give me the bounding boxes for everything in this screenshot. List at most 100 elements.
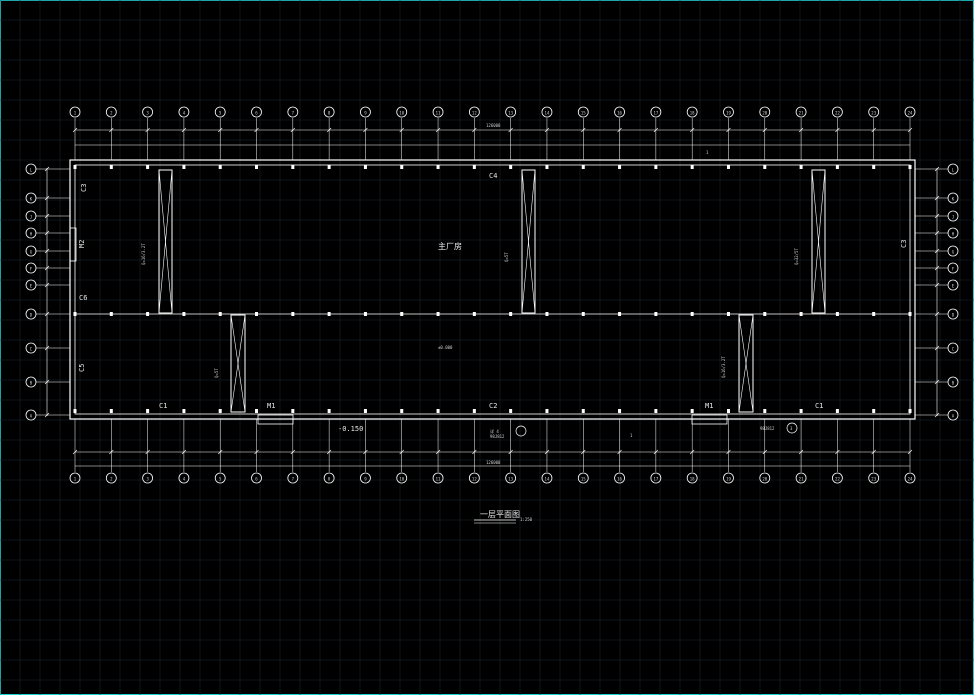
window-c1-right: C1 (815, 402, 823, 410)
column-bubble-bottom[interactable] (214, 472, 226, 484)
column-axis-label-top: 7 (292, 111, 295, 116)
column-bubble-top[interactable] (505, 106, 517, 118)
column-bubble-bottom[interactable] (505, 472, 517, 484)
column-bubble-top[interactable] (614, 106, 625, 118)
column-bubble-bottom[interactable] (904, 472, 916, 484)
column-bubble-top[interactable] (287, 106, 299, 118)
column-bubble-top[interactable] (541, 106, 553, 118)
row-axis-label-left: H (30, 232, 33, 237)
crane-top-center[interactable]: Q=5T (504, 169, 536, 314)
structural-column (363, 409, 367, 413)
column-axis-label-bottom: 22 (835, 477, 840, 482)
column-bubble-bottom[interactable] (323, 472, 335, 484)
column-axis-label-top: 14 (545, 111, 550, 116)
stair-ref-1-code: 98J812 (490, 434, 505, 439)
column-bubble-bottom[interactable] (577, 472, 589, 484)
structural-column (327, 312, 331, 316)
column-axis-label-top: 19 (726, 111, 731, 116)
column-bubble-bottom[interactable] (614, 472, 625, 484)
column-bubble-top[interactable] (904, 106, 916, 118)
column-bubble-top[interactable] (214, 106, 226, 118)
column-bubble-top[interactable] (468, 106, 480, 118)
column-bubble-top[interactable] (577, 106, 589, 118)
crane-top-left[interactable]: Q=16/3.2T (141, 169, 173, 314)
column-bubble-top[interactable] (396, 106, 408, 118)
structural-column (726, 409, 730, 413)
column-bubble-top[interactable] (650, 106, 662, 118)
column-bubble-bottom[interactable] (831, 472, 843, 484)
floor-plan[interactable]: Q=16/3.2T Q=5T Q=32/5T Q=5T Q=16/3.2T (25, 106, 959, 524)
structural-column (618, 312, 622, 316)
column-bubble-top[interactable] (686, 106, 698, 118)
column-bubble-top[interactable] (360, 106, 371, 118)
column-axis-label-bottom: 16 (617, 477, 622, 482)
column-bubble-bottom[interactable] (360, 472, 371, 484)
column-bubble-bottom[interactable] (251, 472, 262, 484)
column-bubble-bottom[interactable] (178, 472, 190, 484)
crane-bottom-right[interactable]: Q=16/3.2T (721, 314, 754, 413)
door-m2[interactable] (69, 227, 77, 262)
column-bubble-bottom[interactable] (650, 472, 662, 484)
crane-bottom-left[interactable]: Q=5T (214, 314, 246, 413)
column-bubble-bottom[interactable] (287, 472, 299, 484)
column-bubble-top[interactable] (831, 106, 843, 118)
column-bubble-top[interactable] (251, 106, 262, 118)
structural-column (799, 409, 803, 413)
row-axis-label-left: G (30, 250, 33, 255)
column-bubble-bottom[interactable] (432, 472, 444, 484)
crane-top-right[interactable]: Q=32/5T (794, 169, 826, 314)
column-axis-label-bottom: 10 (399, 477, 404, 482)
detail-callout-3[interactable] (786, 422, 798, 434)
column-bubble-top[interactable] (432, 106, 444, 118)
structural-column (835, 165, 839, 169)
crane-label-top-center: Q=5T (504, 252, 509, 262)
column-bubble-top[interactable] (323, 106, 335, 118)
row-axis-label-left: J (30, 215, 32, 220)
column-bubble-top[interactable] (178, 106, 190, 118)
detail-callout-4[interactable] (515, 425, 527, 437)
row-axis-label-left: F (30, 267, 33, 272)
column-bubble-bottom[interactable] (868, 472, 880, 484)
column-axis-label-top: 11 (436, 111, 441, 116)
column-bubble-bottom[interactable] (468, 472, 480, 484)
drawing-title: 一层平面图 (480, 510, 520, 519)
column-bubble-top[interactable] (142, 106, 154, 118)
structural-column (182, 165, 186, 169)
column-bubble-top[interactable] (105, 106, 117, 118)
column-bubble-bottom[interactable] (541, 472, 553, 484)
structural-column (291, 312, 295, 316)
outer-wall[interactable] (69, 159, 916, 420)
structural-column (690, 165, 694, 169)
row-axis-label-left: L (30, 168, 33, 173)
structural-column (509, 165, 513, 169)
structural-column (835, 312, 839, 316)
column-bubble-top[interactable] (69, 106, 81, 118)
column-bubble-bottom[interactable] (105, 472, 117, 484)
column-bubble-top[interactable] (868, 106, 880, 118)
column-axis-label-bottom: 23 (871, 477, 876, 482)
row-axis-label-right: G (952, 250, 955, 255)
structural-column (509, 312, 513, 316)
structural-column (218, 409, 222, 413)
column-bubble-bottom[interactable] (759, 472, 771, 484)
column-axis-label-bottom: 21 (799, 477, 804, 482)
crane-label-top-left: Q=16/3.2T (141, 243, 146, 265)
column-axis-label-bottom: 17 (653, 477, 658, 482)
column-bubble-bottom[interactable] (795, 472, 807, 484)
column-bubble-bottom[interactable] (686, 472, 698, 484)
column-bubble-bottom[interactable] (142, 472, 154, 484)
structural-column (472, 312, 476, 316)
column-bubble-bottom[interactable] (396, 472, 408, 484)
crane-label-bottom-right: Q=16/3.2T (721, 356, 726, 378)
structural-column (218, 165, 222, 169)
structural-column (763, 165, 767, 169)
structural-column (472, 165, 476, 169)
column-bubble-top[interactable] (759, 106, 771, 118)
column-bubble-top[interactable] (723, 106, 734, 118)
column-bubble-bottom[interactable] (723, 472, 734, 484)
row-axis-label-left: B (30, 381, 33, 386)
column-bubble-top[interactable] (795, 106, 807, 118)
column-bubble-bottom[interactable] (69, 472, 81, 484)
